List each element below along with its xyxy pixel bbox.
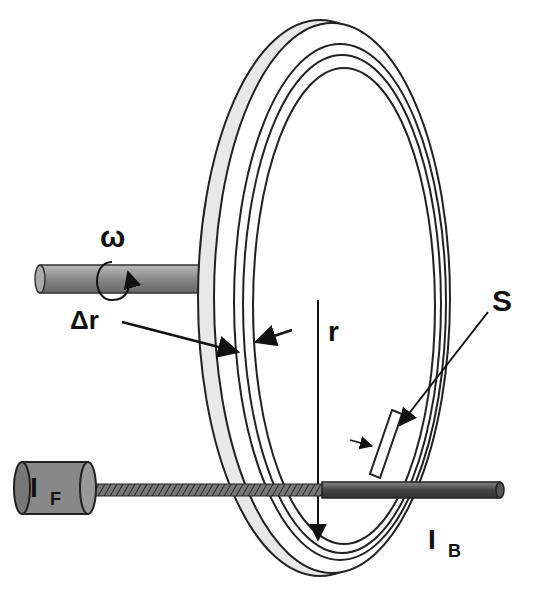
motor-cylinder-end	[80, 462, 96, 514]
rotation-arrow	[97, 262, 129, 300]
sensor-strip	[370, 410, 402, 478]
disk-hole	[253, 68, 435, 544]
threaded-rod	[88, 484, 324, 496]
radius-label: r	[328, 318, 339, 346]
current-label: I	[30, 474, 38, 502]
motor-cylinder-end	[14, 462, 30, 514]
s-label: S	[492, 286, 512, 316]
delta-r-label: Δr	[70, 307, 99, 333]
brush-rod	[322, 482, 500, 498]
brush-rod-end	[496, 482, 504, 498]
ring-groove	[243, 55, 441, 553]
radius-arrow	[317, 300, 319, 540]
current-subscript: B	[448, 542, 461, 560]
leader-line	[350, 440, 372, 446]
delta-r-arrow	[122, 322, 238, 352]
omega-label: ω	[100, 222, 125, 252]
motor-cylinder	[22, 462, 88, 514]
current-subscript: F	[50, 490, 61, 508]
shaft-end	[35, 265, 45, 293]
delta-r-arrow	[256, 330, 292, 342]
leader-line	[400, 312, 488, 425]
current-label: I	[428, 526, 436, 554]
